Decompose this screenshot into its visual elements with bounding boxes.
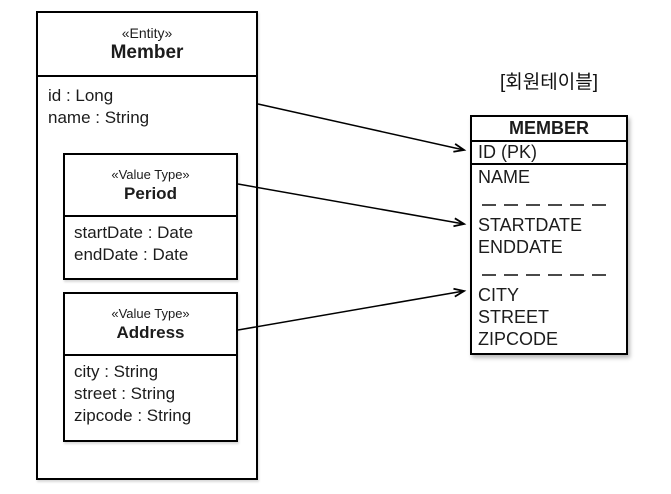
- address-field-street: street : String: [74, 384, 176, 403]
- address-name: Address: [116, 322, 185, 342]
- arrow-period-to-startdate: [237, 183, 467, 228]
- period-stereotype: «Value Type»: [111, 166, 190, 182]
- entity-field-name: name : String: [48, 107, 150, 127]
- dashed-separator: [482, 274, 614, 276]
- value-type-period-box: «Value Type» Period startDate : Date end…: [63, 153, 238, 280]
- value-type-address-header: «Value Type» Address: [65, 294, 236, 356]
- table-body: NAME STARTDATE ENDDATE CITY STREET ZIPCO…: [472, 165, 626, 350]
- address-fields: city : String street : String zipcode : …: [65, 356, 236, 432]
- value-type-address-box: «Value Type» Address city : String stree…: [63, 292, 238, 442]
- table-row-street: STREET: [478, 307, 550, 327]
- address-field-zipcode: zipcode : String: [74, 406, 192, 425]
- period-fields: startDate : Date endDate : Date: [65, 217, 236, 271]
- arrow-member-to-id-pk: [257, 103, 467, 153]
- table-name: MEMBER: [472, 117, 626, 142]
- entity-name: Member: [110, 41, 184, 63]
- dashed-separator: [482, 204, 614, 206]
- entity-stereotype: «Entity»: [121, 24, 173, 41]
- table-row-enddate: ENDDATE: [478, 237, 563, 257]
- entity-fields: id : Long name : String: [38, 77, 256, 136]
- entity-member-header: «Entity» Member: [38, 13, 256, 77]
- table-row-startdate: STARTDATE: [478, 215, 583, 235]
- table-row-name: NAME: [478, 167, 531, 187]
- entity-field-id: id : Long: [48, 86, 114, 105]
- address-stereotype: «Value Type»: [111, 305, 190, 321]
- period-field-startdate: startDate : Date: [74, 223, 194, 242]
- arrow-address-to-city: [237, 287, 467, 331]
- table-row-id-pk: ID (PK): [472, 142, 626, 165]
- period-field-enddate: endDate : Date: [74, 245, 189, 264]
- table-row-city: CITY: [478, 285, 520, 305]
- value-type-period-header: «Value Type» Period: [65, 155, 236, 217]
- member-table: MEMBER ID (PK) NAME STARTDATE ENDDATE CI…: [470, 115, 628, 355]
- table-row-zipcode: ZIPCODE: [478, 329, 559, 349]
- table-title: [회원테이블]: [500, 72, 598, 93]
- period-name: Period: [124, 183, 177, 203]
- address-field-city: city : String: [74, 362, 159, 381]
